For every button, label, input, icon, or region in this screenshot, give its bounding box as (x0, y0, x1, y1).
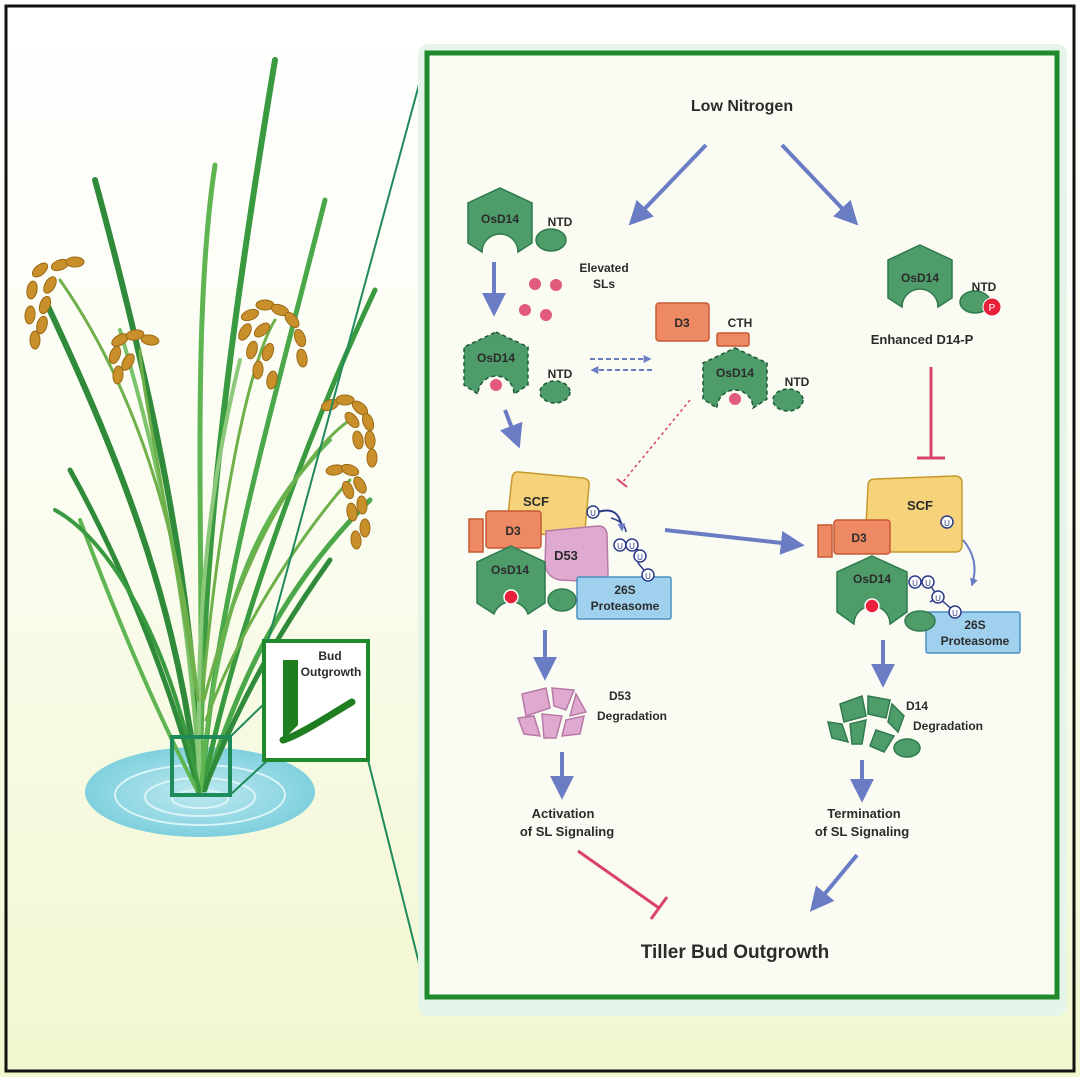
panel-connector-lower (367, 759, 428, 996)
d3-tab-left (468, 518, 484, 553)
d3-right-label: D3 (851, 531, 867, 545)
osd14-free: OsD14 NTD (467, 187, 573, 254)
ub-left-1: U (590, 509, 596, 518)
ub-left-4: U (637, 553, 643, 562)
rice-panicles (24, 256, 378, 550)
cth-domain (716, 332, 750, 347)
ub-left-3: U (629, 542, 635, 551)
ubiquitination-arrow-left (597, 509, 626, 532)
bud-shoot-icon (279, 698, 356, 744)
termination-line1: Termination (827, 806, 900, 821)
ntd-left-complex (547, 588, 577, 612)
arrow-termination-to-tiller (809, 853, 859, 912)
osd14-phospho: OsD14 NTD P (887, 244, 1002, 317)
ubiquitin-right: U U U U U (908, 515, 962, 619)
d3-cth-complex: D3 CTH OsD14 NTD (655, 302, 810, 412)
sl-dot-left-complex (503, 589, 519, 605)
d3-left-label: D3 (505, 524, 521, 538)
proteasome-left-line1: 26S (614, 583, 635, 597)
outer-border (4, 4, 1076, 1073)
panel-connector-upper (267, 54, 428, 642)
ntd-right-complex (904, 610, 936, 632)
arrow-left-to-right-complex (664, 528, 805, 555)
bud-outgrowth-inset: Bud Outgrowth (262, 639, 370, 762)
zoom-box (170, 735, 232, 797)
activation-inhibition-bar (649, 896, 669, 920)
rice-plant (42, 57, 378, 793)
phosphate-badge (982, 297, 1002, 317)
d53-label: D53 (554, 548, 578, 563)
bud-label-line2: Outgrowth (301, 665, 362, 679)
arrow-lowN-left (628, 143, 708, 226)
ubiquitin-left: U U U U U (586, 505, 655, 582)
ntd-free-label: NTD (548, 215, 573, 229)
scf-complex-left: SCF D53 D3 26S Proteasome OsD14 (468, 471, 672, 620)
proteasome-left-line2: Proteasome (591, 599, 660, 613)
d3-top-label: D3 (674, 316, 690, 330)
ub-left-2: U (617, 542, 623, 551)
ntd-d3-label: NTD (785, 375, 810, 389)
phosphate-label: P (989, 303, 996, 314)
ntd-bound-label: NTD (548, 367, 573, 381)
ub-right-3: U (925, 579, 931, 588)
d3-box-top (655, 302, 710, 342)
elevated-sls-line1: Elevated (579, 261, 628, 275)
activation-inhibition-line (577, 849, 660, 910)
d3-tab-right (817, 524, 833, 558)
ub-right-4: U (935, 594, 941, 603)
proteasome-right-line2: Proteasome (941, 634, 1010, 648)
low-nitrogen-label: Low Nitrogen (691, 98, 793, 115)
ubiquitination-arrow-right (962, 539, 978, 587)
elevated-sls-line2: SLs (593, 277, 615, 291)
bud-label-line1: Bud (318, 649, 341, 663)
termination-line2: of SL Signaling (815, 824, 909, 839)
zoom-connector-lower (229, 759, 269, 796)
sl-dot-right-complex (864, 598, 880, 614)
osd14-right-complex-label: OsD14 (853, 572, 891, 586)
bud-stem-icon (283, 660, 298, 740)
proteasome-right-line1: 26S (964, 618, 985, 632)
d53-fragments (516, 687, 588, 739)
cth-label: CTH (728, 316, 753, 330)
scf-right-label: SCF (907, 498, 933, 513)
activation-line1: Activation (532, 806, 595, 821)
osd14-d3-bound (702, 347, 768, 410)
proteasome-left (576, 576, 672, 620)
tiller-bud-outgrowth-label: Tiller Bud Outgrowth (641, 942, 830, 963)
cth-inhibition-bar (616, 478, 628, 488)
ub-right-5: U (952, 609, 958, 618)
ntd-free (535, 228, 567, 252)
ub-right-1: U (944, 519, 950, 528)
bound-sl-dot-2 (729, 393, 741, 405)
bound-sl-dot (490, 379, 502, 391)
d14-fragments (827, 694, 921, 758)
d14-degradation-line1: D14 (906, 699, 928, 713)
osd14-d3-label: OsD14 (716, 366, 754, 380)
zoom-connector-upper (229, 699, 269, 738)
osd14-left-complex-label: OsD14 (491, 563, 529, 577)
strigolactone-dots (519, 278, 562, 321)
osd14-sl-bound: OsD14 NTD (463, 331, 573, 404)
osd14-free-label: OsD14 (481, 212, 519, 226)
proteasome-right (925, 611, 1021, 654)
d53-degradation-line2: Degradation (597, 709, 667, 723)
activation-line2: of SL Signaling (520, 824, 614, 839)
scf-left-label: SCF (523, 494, 549, 509)
arrow-lowN-right (780, 143, 859, 226)
scf-complex-right: SCF D3 26S Proteasome OsD14 (817, 475, 1021, 654)
d14-degradation-line2: Degradation (913, 719, 983, 733)
osd14-bound-label: OsD14 (477, 351, 515, 365)
ub-left-5: U (645, 572, 651, 581)
ub-right-2: U (912, 579, 918, 588)
arrow-to-scf-complex (499, 409, 523, 449)
ntd-bound (539, 380, 571, 404)
osd14-phospho-label: OsD14 (901, 271, 939, 285)
ntd-phospho-label: NTD (972, 280, 997, 294)
enhanced-d14p-label: Enhanced D14-P (871, 332, 974, 347)
d53-degradation-line1: D53 (609, 689, 631, 703)
ntd-d3-bound (772, 388, 804, 412)
d3-box-right (833, 519, 891, 555)
